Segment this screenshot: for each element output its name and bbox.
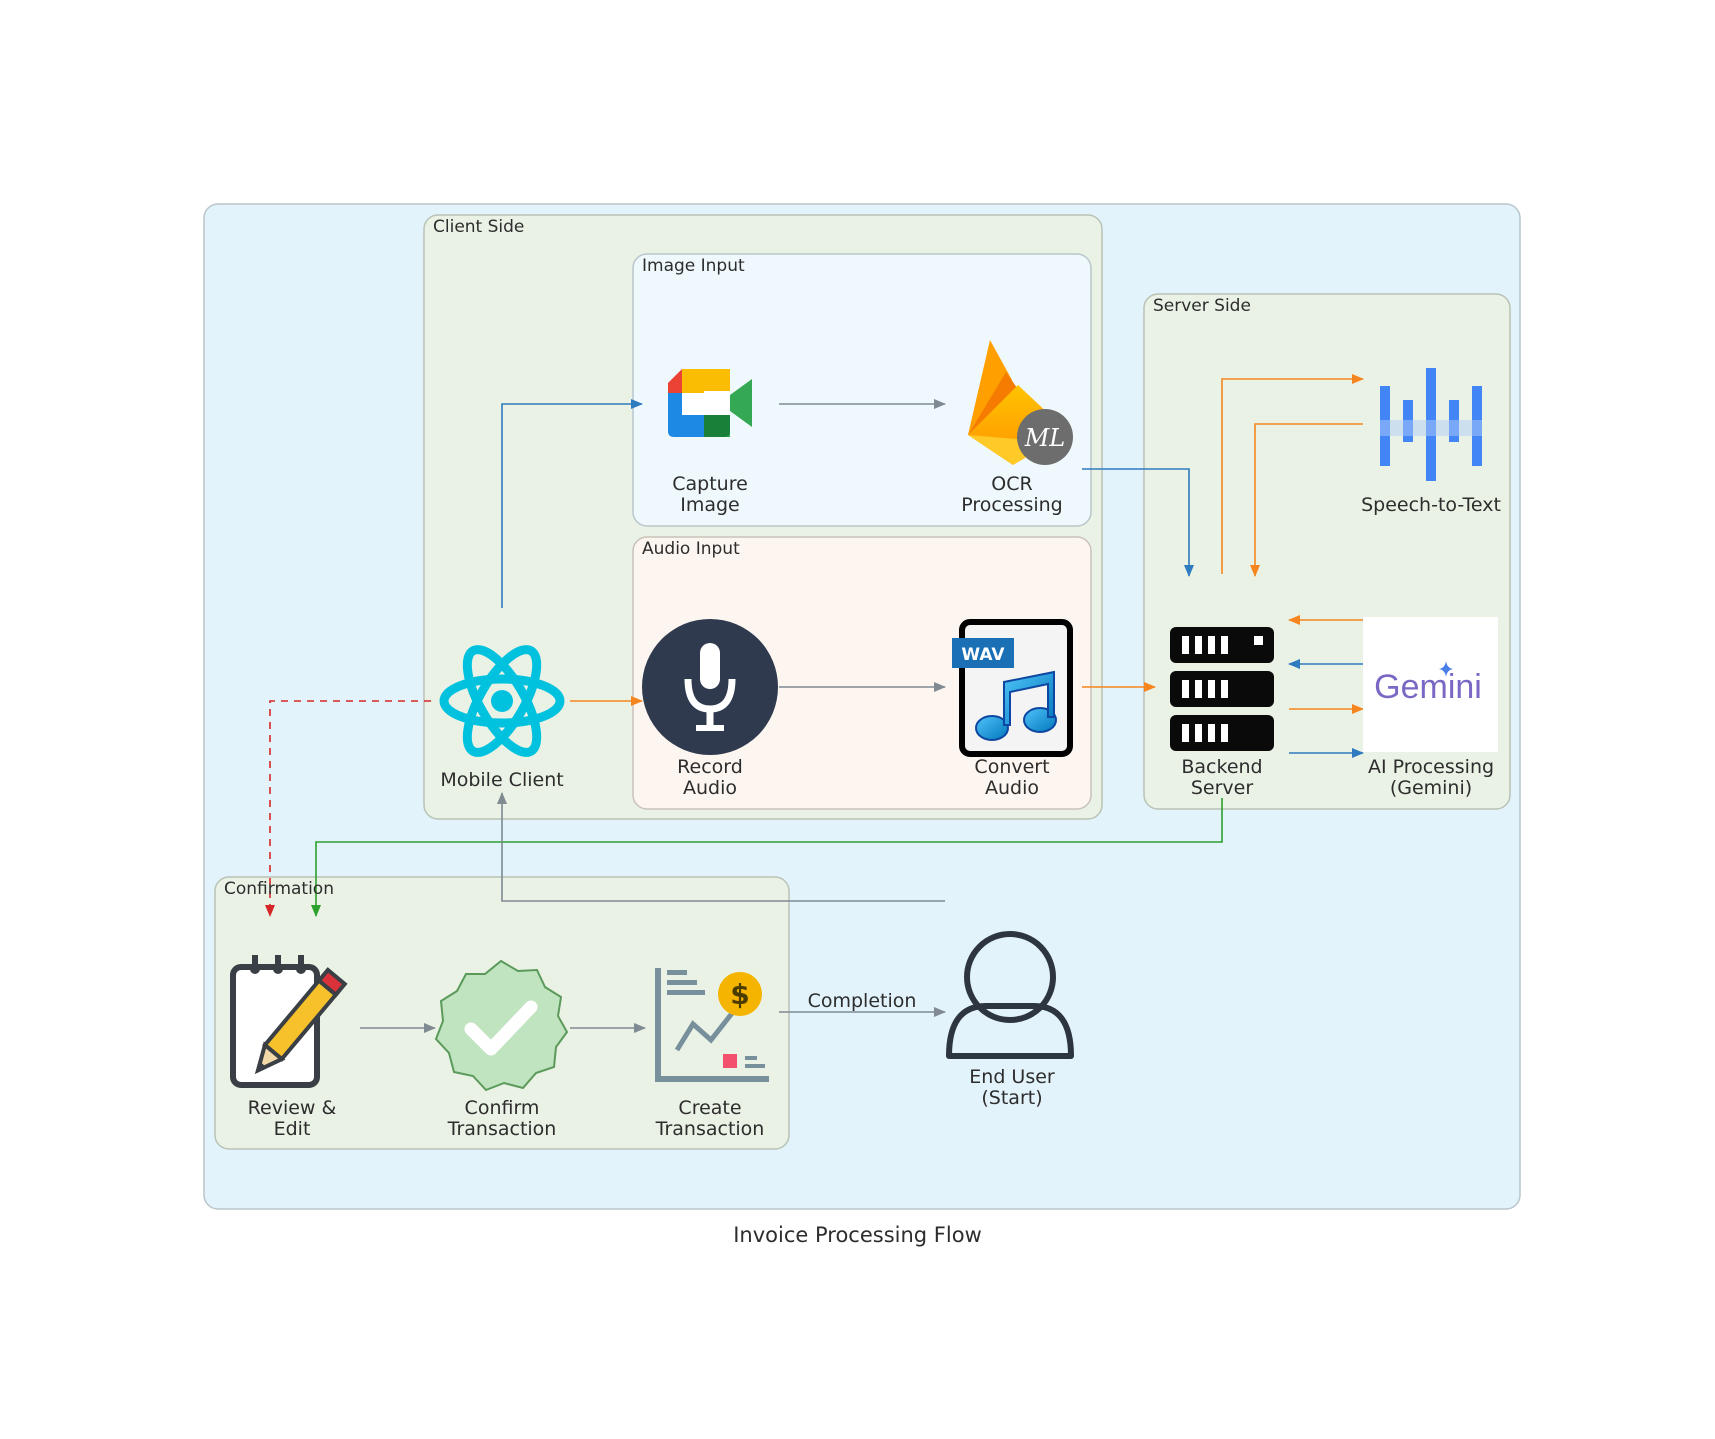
image-input-cluster bbox=[632, 253, 1092, 527]
end-user-label: End User (Start) bbox=[969, 1067, 1054, 1109]
ocr-processing-label-line: OCR bbox=[991, 473, 1033, 495]
capture-image-label-line: Capture bbox=[672, 473, 748, 495]
create-transaction-label: Create Transaction bbox=[656, 1098, 765, 1140]
backend-server-label-line: Backend bbox=[1181, 756, 1263, 778]
microphone-icon bbox=[642, 619, 778, 755]
record-audio-label: Record Audio bbox=[677, 757, 743, 799]
edge-backend-to-stt bbox=[1221, 374, 1364, 574]
convert-audio-label-line: Convert bbox=[974, 756, 1050, 778]
diagram-caption: Invoice Processing Flow bbox=[733, 1223, 982, 1247]
edge-client-to-capture bbox=[501, 399, 643, 608]
create-transaction-label-line: Create bbox=[678, 1097, 742, 1119]
speech-to-text-icon bbox=[1380, 368, 1482, 481]
ai-processing-label: AI Processing (Gemini) bbox=[1368, 757, 1494, 799]
edge-stt-to-backend bbox=[1250, 423, 1363, 577]
audio-input-label: Audio Input bbox=[642, 539, 740, 559]
speech-to-text-label: Speech-to-Text bbox=[1361, 495, 1501, 516]
completion-edge-label: Completion bbox=[807, 990, 917, 1012]
convert-audio-label-line: Audio bbox=[984, 777, 1040, 799]
firebase-ml-icon: ML bbox=[968, 340, 1073, 465]
mobile-client-label: Mobile Client bbox=[440, 770, 563, 791]
image-input-label: Image Input bbox=[642, 256, 745, 276]
ai-processing-label-line: (Gemini) bbox=[1389, 777, 1473, 799]
wav-badge-text: WAV bbox=[961, 645, 1005, 665]
verified-badge-icon bbox=[434, 959, 569, 1092]
end-user-label-line: (Start) bbox=[981, 1087, 1043, 1109]
review-edit-label: Review & Edit bbox=[248, 1098, 337, 1140]
backend-server-label-line: Server bbox=[1190, 777, 1254, 799]
chart-dollar-icon: $ bbox=[655, 968, 769, 1082]
gemini-icon: Gemini bbox=[1363, 617, 1498, 752]
camera-icon bbox=[668, 369, 752, 437]
react-icon bbox=[439, 645, 565, 757]
confirmation-label: Confirmation bbox=[224, 879, 334, 899]
edges bbox=[265, 374, 1364, 1033]
ml-badge-text: ML bbox=[1024, 424, 1066, 452]
capture-image-label-line: Image bbox=[680, 494, 740, 516]
record-audio-label-line: Audio bbox=[682, 777, 737, 799]
edge-client-to-review bbox=[265, 700, 431, 917]
create-transaction-label-line: Transaction bbox=[655, 1118, 765, 1140]
mobile-client-label-line: Mobile Client bbox=[440, 769, 564, 791]
edge-enduser-to-client bbox=[497, 792, 945, 902]
record-audio-label-line: Record bbox=[677, 756, 743, 778]
dollar-sign: $ bbox=[730, 978, 749, 1011]
speech-to-text-label-line: Speech-to-Text bbox=[1361, 494, 1501, 516]
backend-server-label: Backend Server bbox=[1181, 757, 1262, 799]
notepad-pencil-icon bbox=[230, 955, 348, 1088]
client-side-label: Client Side bbox=[433, 217, 525, 237]
server-side-label: Server Side bbox=[1153, 296, 1251, 316]
wav-file-icon: WAV bbox=[952, 619, 1073, 757]
convert-audio-label: Convert Audio bbox=[974, 757, 1049, 799]
edge-ocr-to-backend bbox=[1082, 468, 1194, 577]
review-edit-label-line: Review & bbox=[247, 1097, 337, 1119]
confirm-transaction-label-line: Confirm bbox=[464, 1097, 540, 1119]
user-icon bbox=[946, 931, 1074, 1059]
capture-image-label: Capture Image bbox=[672, 474, 748, 516]
gemini-logo-text: Gemini bbox=[1374, 668, 1482, 706]
confirm-transaction-label-line: Transaction bbox=[447, 1118, 557, 1140]
ocr-processing-label-line: Processing bbox=[961, 494, 1063, 516]
edge-backend-to-review bbox=[311, 798, 1223, 917]
server-icon bbox=[1170, 627, 1274, 751]
review-edit-label-line: Edit bbox=[273, 1118, 311, 1140]
confirm-transaction-label: Confirm Transaction bbox=[448, 1098, 557, 1140]
ocr-processing-label: OCR Processing bbox=[961, 474, 1062, 516]
end-user-label-line: End User bbox=[969, 1066, 1055, 1088]
ai-processing-label-line: AI Processing bbox=[1367, 756, 1495, 778]
